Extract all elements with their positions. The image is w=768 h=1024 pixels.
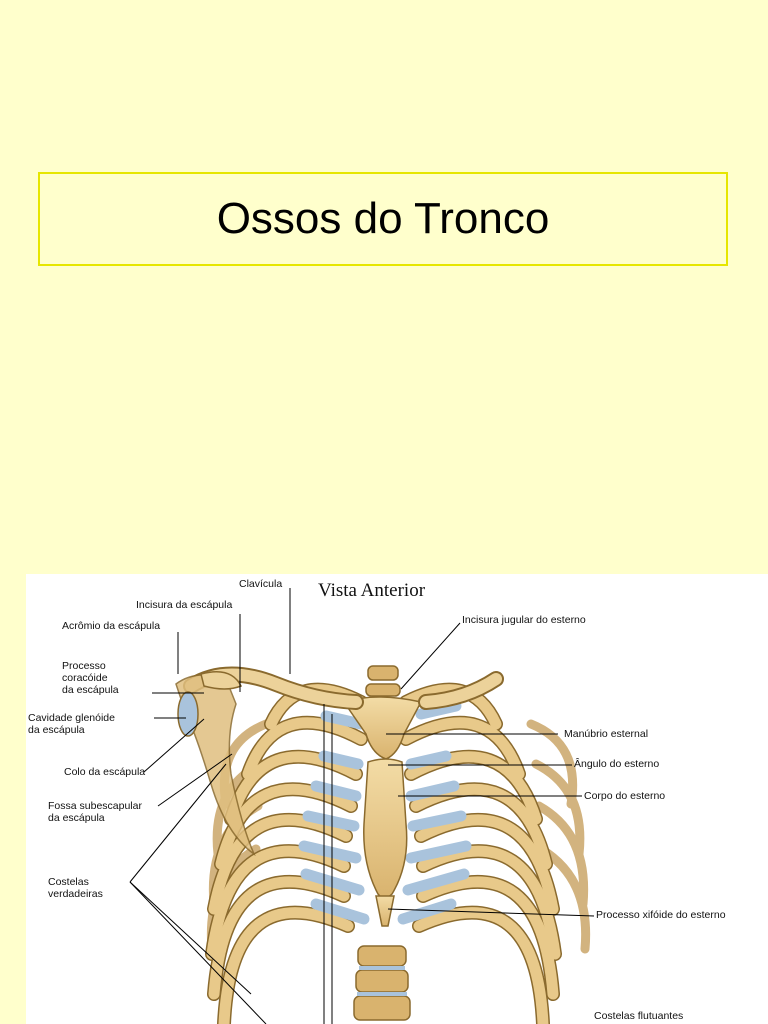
label-colo-escapula: Colo da escápula — [64, 766, 146, 778]
label-cavidade-glenoide: Cavidade glenóide da escápula — [28, 712, 115, 736]
title-box: Ossos do Tronco — [38, 172, 728, 266]
label-clavicula: Clavícula — [239, 578, 283, 590]
figure-heading: Vista Anterior — [318, 580, 426, 601]
label-fossa-subescapular: Fossa subescapular da escápula — [48, 800, 142, 824]
leader-lines — [129, 588, 595, 1024]
ribs-right — [397, 682, 562, 1024]
label-angulo-esterno: Ângulo do esterno — [574, 758, 660, 770]
label-incisura-escapula: Incisura da escápula — [136, 599, 233, 611]
rib-cage-illustration — [129, 588, 595, 1024]
vertebrae — [353, 665, 411, 1021]
label-incisura-jugular: Incisura jugular do esterno — [462, 614, 586, 626]
slide-title: Ossos do Tronco — [216, 194, 550, 243]
label-manubrio: Manúbrio esternal — [564, 728, 649, 740]
ribs-left — [205, 682, 370, 1024]
label-costelas-flutuantes: Costelas flutuantes — [594, 1010, 684, 1022]
label-costelas-verdadeiras: Costelas verdadeiras — [48, 876, 103, 900]
label-processo-xifoide: Processo xifóide do esterno — [596, 909, 726, 921]
label-processo-coracoide: Processo coracóide da escápula — [62, 660, 119, 696]
label-acromio: Acrômio da escápula — [62, 620, 161, 632]
thorax-figure: Vista Anterior Clavícula Incisura da esc… — [26, 574, 768, 1024]
label-corpo-esterno: Corpo do esterno — [584, 790, 666, 802]
scapula — [175, 671, 256, 857]
sternum — [342, 696, 423, 927]
